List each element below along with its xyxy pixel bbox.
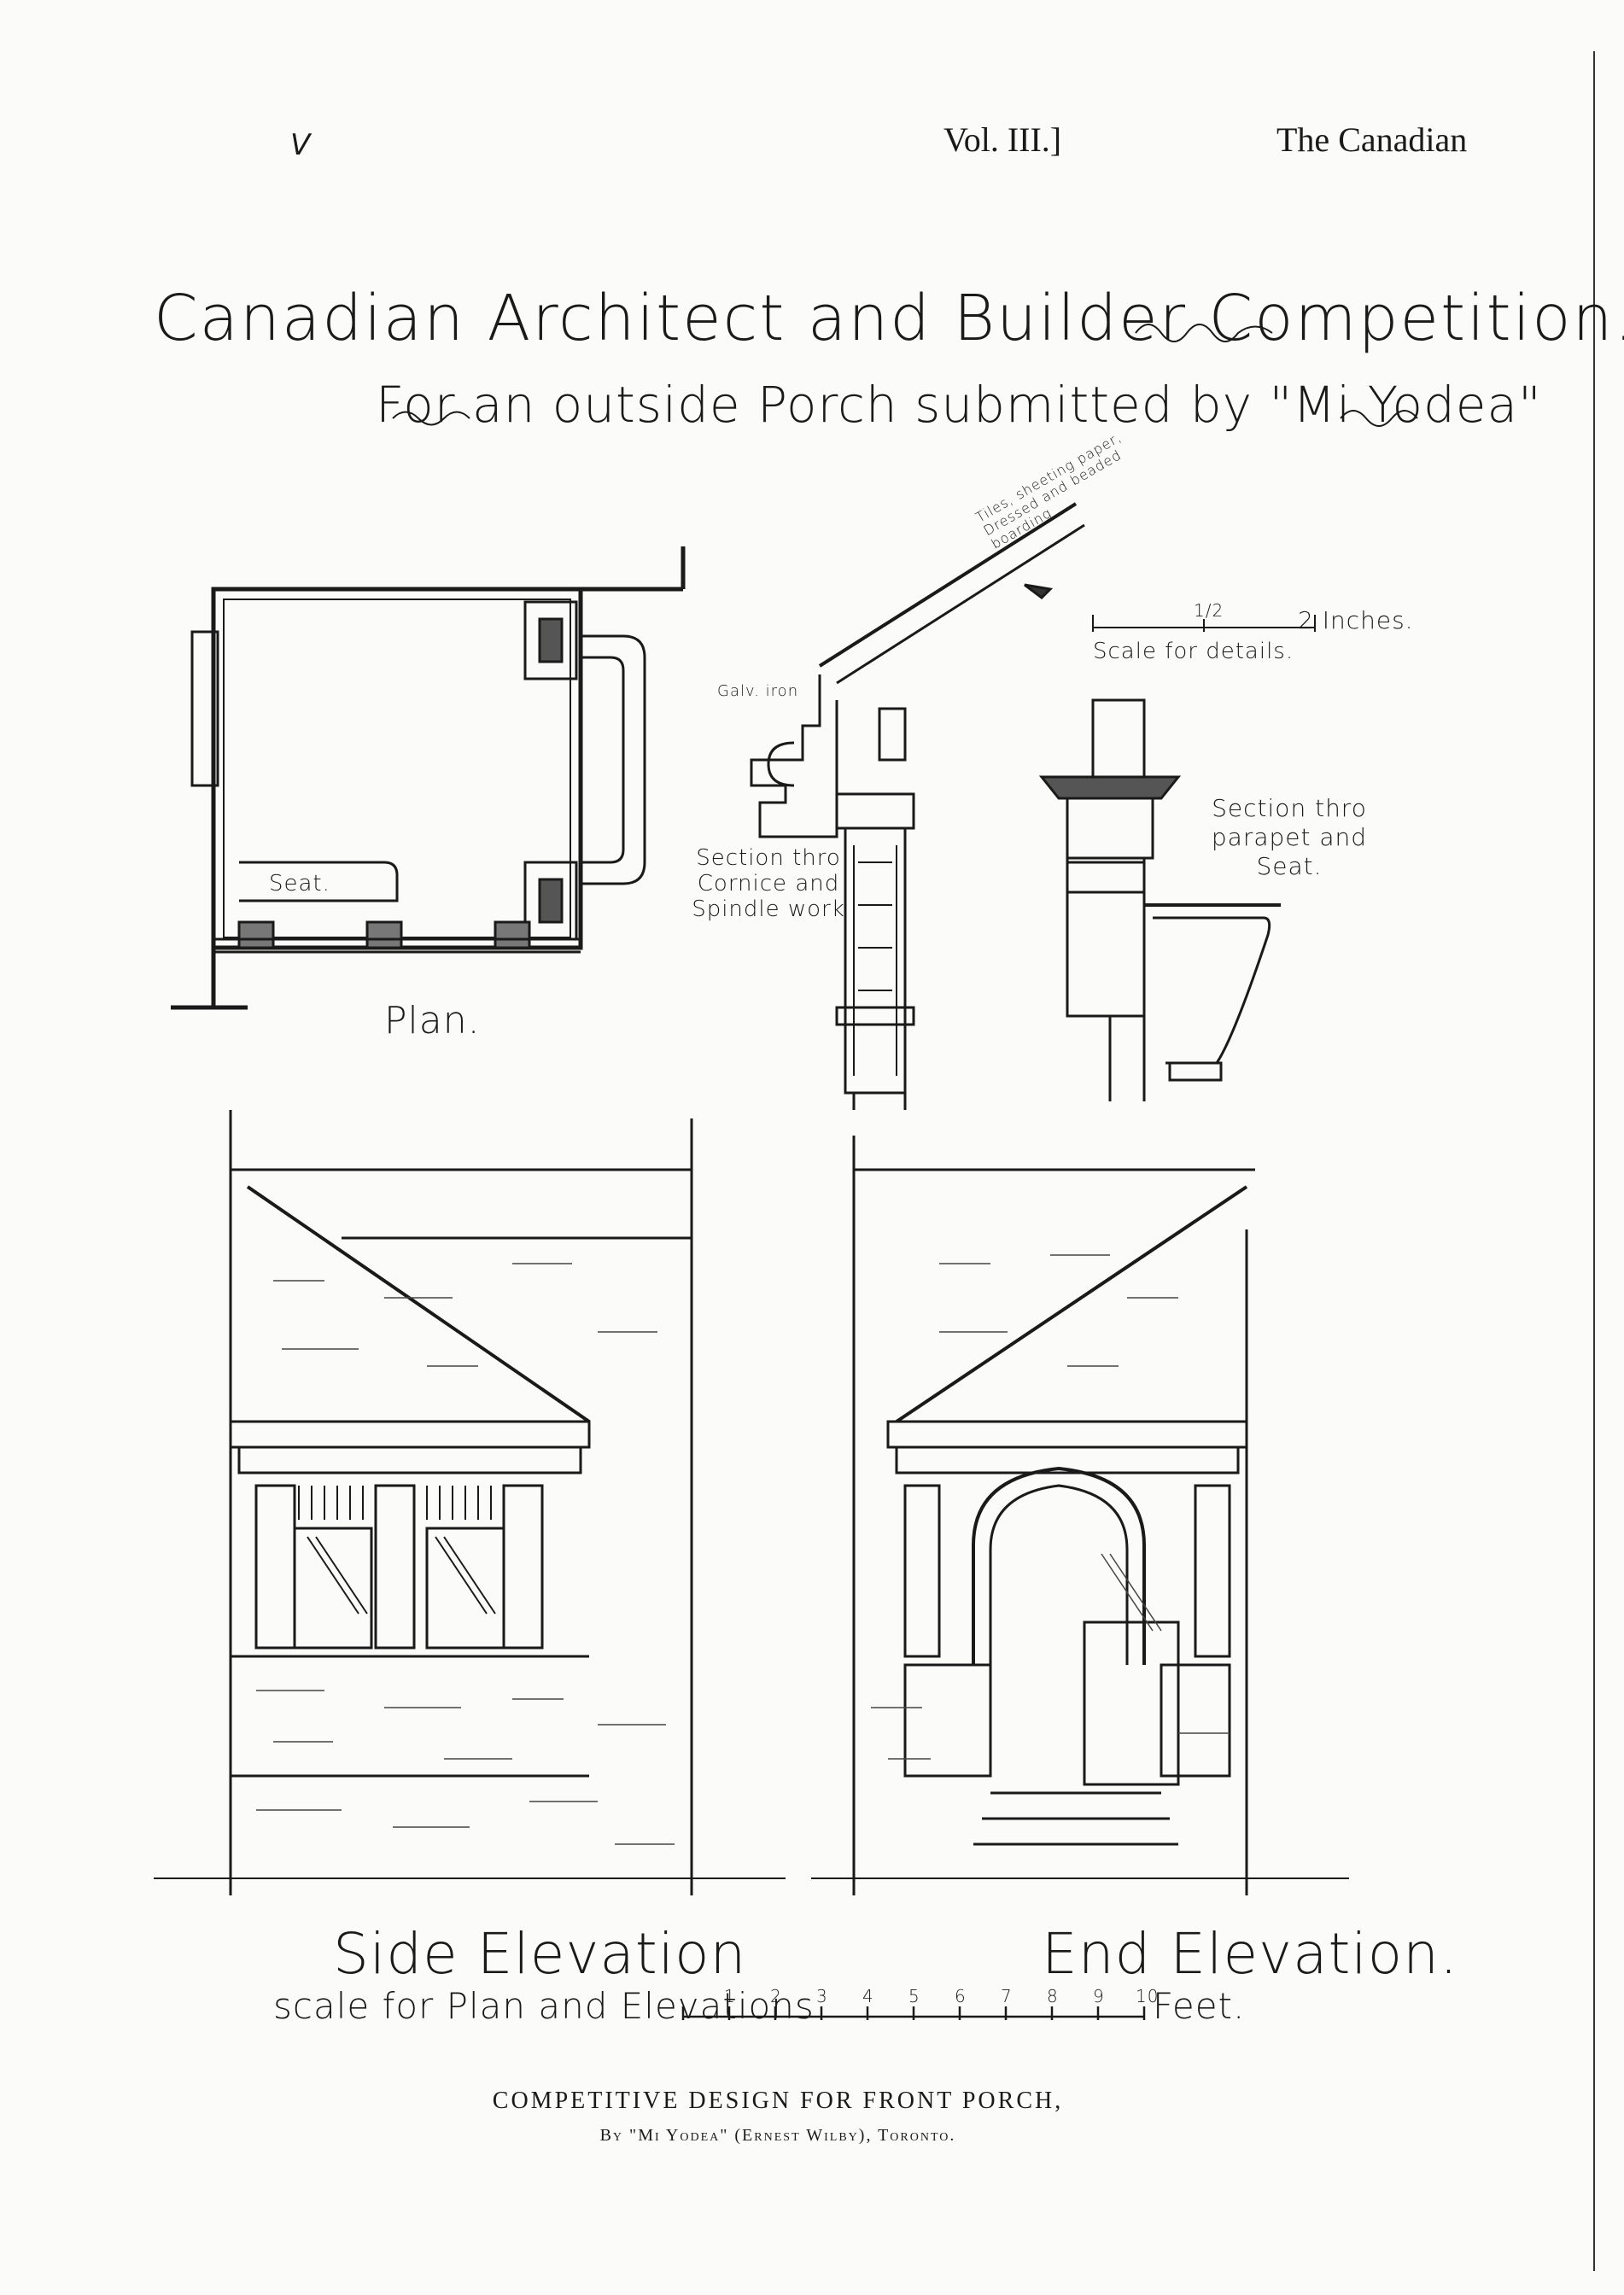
side-elevation-drawing: [154, 1110, 786, 1895]
scale-tick: 5: [908, 1986, 920, 2006]
caption-title: COMPETITIVE DESIGN FOR FRONT PORCH,: [492, 2088, 1064, 2114]
journal-title: The Canadian: [1276, 120, 1468, 159]
competition-subtitle: For an outside Porch submitted by "Mi Yo…: [376, 376, 1542, 434]
caption-author: By "Mi Yodea" (Ernest Wilby), Toronto.: [599, 2126, 956, 2145]
title-flourish: [392, 324, 1418, 427]
scale-tick: 3: [816, 1986, 828, 2006]
scale-tick: 10: [1136, 1986, 1160, 2006]
competition-title: Canadian Architect and Builder Competiti…: [154, 282, 1624, 355]
scale-tick: 6: [955, 1986, 967, 2006]
end-elevation-label: End Elevation.: [1042, 1921, 1458, 1987]
galv-iron-label: Galv. iron: [717, 682, 799, 700]
scale-plan-label: scale for Plan and Elevations: [273, 1985, 815, 2027]
scale-details-label: Scale for details.: [1093, 639, 1294, 664]
scale-tick: 7: [1001, 1986, 1013, 2006]
scale-inches: 2 Inches.: [1298, 606, 1414, 634]
detail-scale-bar: [1092, 615, 1316, 632]
feet-label: Feet.: [1153, 1985, 1246, 2027]
page-right-edge: [1593, 51, 1595, 2271]
plan-scale-bar: [681, 2006, 1146, 2020]
scale-half: 1/2: [1194, 600, 1224, 621]
side-elevation-label: Side Elevation: [333, 1921, 747, 1987]
plan-label: Plan.: [384, 999, 481, 1042]
volume-label: Vol. III.]: [943, 120, 1062, 159]
cornice-section-label: Section thro Cornice and Spindle work: [692, 845, 845, 922]
scale-tick: 1: [724, 1986, 736, 2006]
cornice-section: [750, 502, 1085, 1110]
scale-tick: 2: [770, 1986, 782, 2006]
scale-tick: 9: [1093, 1986, 1105, 2006]
plan-drawing: [171, 546, 686, 1010]
handwritten-mark: V: [290, 128, 311, 162]
parapet-section: [1038, 698, 1281, 1101]
scale-tick: 4: [862, 1986, 874, 2006]
end-elevation-drawing: [811, 1136, 1349, 1895]
scale-tick: 8: [1047, 1986, 1059, 2006]
seat-label: Seat.: [269, 871, 330, 896]
parapet-section-label: Section thro parapet and Seat.: [1211, 794, 1368, 880]
